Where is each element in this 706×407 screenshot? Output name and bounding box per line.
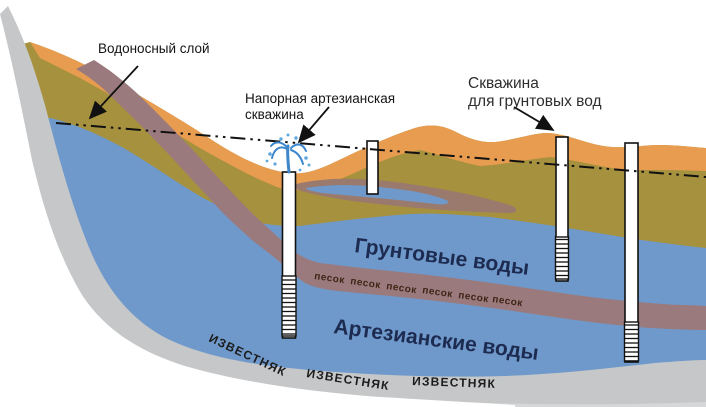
layer-topsoil-orange [30,42,706,191]
aquifer-arrow-icon [88,65,139,120]
layer-sand-aquitard-band [76,60,706,330]
aquifer-callout-label: Водоносный слой [98,41,210,56]
groundwater-well [554,136,570,282]
groundwater-well-callout-line2: для грунтовых вод [468,93,602,110]
groundwater-well-screen [554,236,570,280]
deep-well [623,142,640,363]
sand-word: песок [386,281,418,296]
short-well [366,140,379,195]
artesian-well-arrow-icon [297,106,330,144]
artesian-well-screen [281,275,297,337]
sand-word: песок [492,294,524,309]
background-white-mask [0,14,515,407]
sand-word: песок [458,290,490,305]
deep-well-pipe [624,142,639,363]
artesian-well-callout-line2: скважина [245,107,304,122]
limestone-label: ИЗВЕСТНЯК [412,374,496,391]
fountain-icon [265,133,311,174]
water-table-line [55,122,706,178]
sand-word: песок [314,271,346,286]
short-well-pipe [366,140,379,195]
deep-well-screen [623,321,640,362]
sand-word: песок [422,285,454,300]
sand-word: песок [350,276,382,291]
groundwater-well-arrow-icon [513,106,555,131]
artesian-well [281,171,297,339]
layer-water-blue [30,118,706,395]
artesian-well-callout-line1: Напорная артезианская [245,91,395,106]
groundwater-well-callout-line1: Скважина [468,75,539,92]
